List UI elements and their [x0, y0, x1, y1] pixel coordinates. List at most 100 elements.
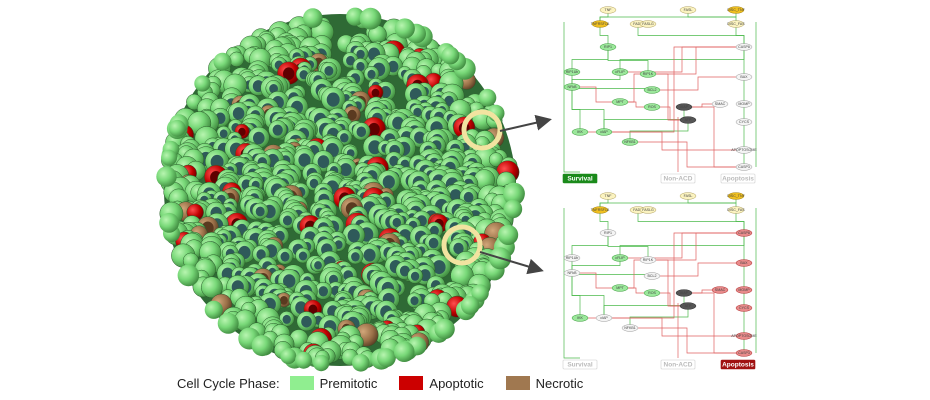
premitotic-cell — [359, 7, 382, 30]
network-node: DISC_FAS — [727, 20, 745, 28]
network-node: FASL — [679, 192, 697, 200]
network-node-label: BCL2 — [648, 88, 657, 92]
network-node: DISC_TNF — [727, 192, 746, 200]
legend-swatch-necrotic — [505, 376, 530, 390]
network-node: RIP1Ub — [563, 68, 581, 76]
premitotic-cell — [268, 120, 288, 140]
network-node-label: MPT — [616, 286, 624, 290]
output-label: Apoptosis — [722, 361, 754, 368]
network-node-label: RIP1Ub — [566, 70, 579, 74]
network-node: IKK — [571, 314, 589, 322]
inhibition-edge — [580, 317, 744, 337]
premitotic-cell — [168, 119, 186, 137]
network-node: CYCS — [735, 118, 753, 126]
premitotic-cell — [352, 354, 370, 372]
inhibition-edge — [620, 73, 648, 103]
network-node-label: APOPTOSOME — [731, 148, 757, 152]
network-node-label: ROS — [648, 291, 656, 295]
legend-swatch-apoptotic — [399, 376, 424, 390]
network-node-label: TNF — [605, 8, 613, 12]
inhibition-edge — [648, 46, 744, 75]
activation-edge — [571, 87, 581, 132]
network-node-label: MOMP — [738, 288, 750, 292]
inhibition-edge — [648, 73, 688, 121]
premitotic-cell — [204, 300, 223, 319]
inhibition-edge — [648, 259, 688, 307]
network-node-label: RIP1 — [604, 45, 612, 49]
activation-edge — [629, 120, 689, 142]
network-node: XIAP — [675, 289, 693, 297]
legend-title: Cell Cycle Phase: — [177, 375, 280, 391]
network-node-label: ROS — [648, 105, 656, 109]
network-node-label: BCL2 — [648, 274, 657, 278]
activation-edge — [571, 258, 621, 273]
activation-edge — [599, 210, 609, 233]
network-node: DISC_FAS — [727, 206, 745, 214]
premitotic-cell — [406, 292, 423, 308]
network-node-label: cIAP — [600, 316, 608, 320]
activation-edge — [571, 233, 609, 258]
network-node-label: ATP — [685, 304, 692, 308]
network-node-label: TNF — [605, 194, 613, 198]
premitotic-cell — [352, 122, 371, 141]
network-node-label: BAX — [740, 75, 748, 79]
premitotic-cell — [358, 243, 381, 266]
network-node: APOPTOSOME — [731, 146, 757, 154]
network-node-label: DISC_FAS — [727, 208, 745, 212]
network-node: CASP3 — [735, 349, 753, 357]
premitotic-cell — [296, 311, 317, 332]
activation-edge — [571, 47, 609, 72]
premitotic-cell — [503, 199, 523, 219]
network-node-label: IKK — [577, 316, 583, 320]
network-node: SMAC — [711, 100, 729, 108]
network-node-label: DISC_TNF — [727, 8, 745, 12]
network-node-label: DISC_TNF — [727, 194, 745, 198]
network-node: CASP8 — [735, 229, 753, 237]
network-node: MOMP — [735, 286, 753, 294]
premitotic-cell — [407, 267, 424, 284]
premitotic-cell — [310, 257, 326, 273]
premitotic-cell — [346, 7, 365, 26]
network-node: NFKB1 — [621, 138, 639, 146]
network-node-label: CASP3 — [738, 351, 750, 355]
premitotic-cell — [280, 348, 297, 365]
highlight-circle-bottom — [441, 224, 483, 266]
premitotic-cell — [342, 223, 366, 247]
network-node: SMAC — [711, 286, 729, 294]
network-node: cFLIP — [611, 254, 629, 262]
premitotic-cell — [201, 276, 223, 299]
inhibition-edge — [572, 86, 620, 103]
inhibition-edge — [652, 76, 744, 91]
activation-edge — [629, 306, 689, 328]
network-node: NFKB1 — [621, 324, 639, 332]
inhibition-edge — [652, 262, 744, 277]
network-node-label: RIP1K — [643, 258, 654, 262]
inhibition-edge — [684, 106, 744, 168]
network-node-label: NFKB1 — [624, 326, 636, 330]
premitotic-cell — [251, 335, 273, 357]
callout-arrow-top — [499, 114, 552, 132]
premitotic-cell — [363, 66, 380, 82]
legend-label-apoptotic: Apoptotic — [429, 375, 484, 391]
network-node: BAX — [735, 259, 753, 267]
activation-edge — [571, 87, 653, 90]
network-node-label: NFkB — [568, 85, 578, 89]
premitotic-cell — [441, 46, 460, 65]
activation-edge — [599, 10, 737, 24]
network-node: MPT — [611, 284, 629, 292]
network-node-label: CASP8 — [738, 231, 750, 235]
network-node: TNFRSF1A — [591, 20, 610, 28]
output-node-non-acd: Non-ACD — [660, 359, 696, 370]
activation-edge — [603, 293, 685, 318]
activation-edge — [603, 107, 685, 132]
network-node: CASP8 — [735, 43, 753, 51]
network-node-label: BAX — [740, 261, 748, 265]
premitotic-cell — [313, 354, 330, 372]
premitotic-cell — [314, 281, 333, 300]
network-node: cFLIP — [611, 68, 629, 76]
output-label: Non-ACD — [664, 175, 693, 182]
output-node-apoptosis: Apoptosis — [720, 359, 756, 370]
